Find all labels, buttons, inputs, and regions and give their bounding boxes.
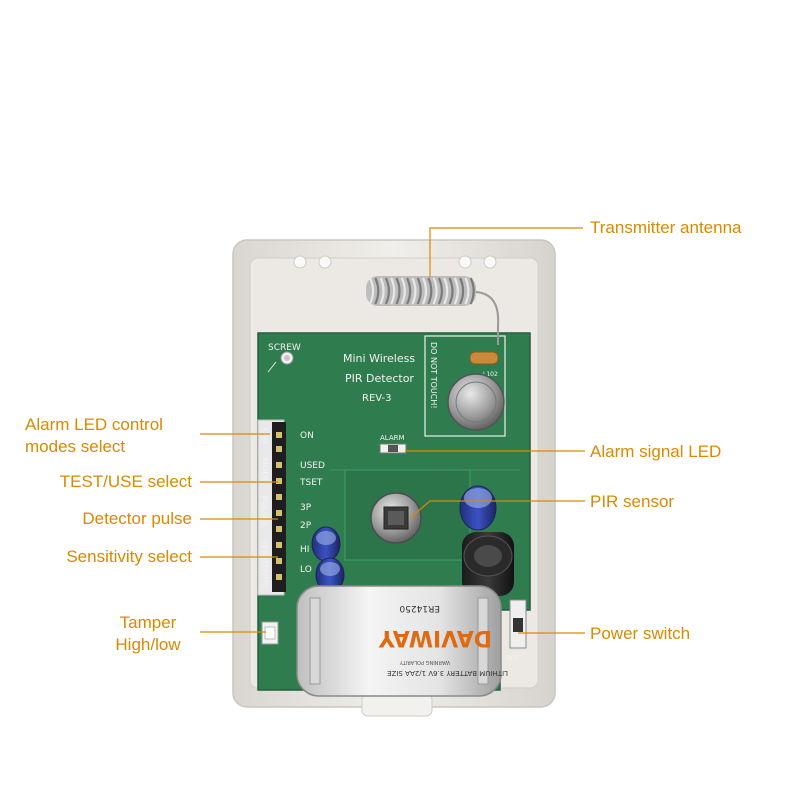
- battery-model: ER14250: [399, 603, 440, 613]
- antenna-coil-turn: [416, 277, 422, 305]
- jumper-label-2p: 2P: [300, 521, 312, 531]
- pcb-revision: REV-3: [362, 393, 392, 404]
- antenna-coil-turn: [421, 277, 428, 305]
- battery: LITHIUM BATTERY 3.6V 1/2AA SIZE WARNING …: [296, 585, 508, 697]
- power-switch: OFF: [505, 599, 527, 662]
- crystal-oscillator: [447, 373, 505, 431]
- alarm-led: ALARM: [379, 434, 407, 454]
- antenna-coil-turn: [384, 277, 390, 305]
- antenna-coil-turn: [443, 277, 449, 305]
- jumper-pin: [276, 542, 282, 548]
- antenna-coil-turn: [374, 277, 380, 305]
- coil-label: L102: [483, 371, 498, 378]
- off-label: OFF: [505, 654, 519, 662]
- jumper-label-lo: LO: [300, 565, 312, 575]
- antenna-coil-turn: [448, 277, 454, 305]
- capacitor-black: [462, 532, 514, 596]
- antenna-coil-turn: [368, 277, 375, 305]
- jumper-pin: [276, 526, 282, 532]
- callout-detector-pulse: Detector pulse: [82, 509, 192, 528]
- callout-power-switch: Power switch: [590, 624, 691, 643]
- antenna-coil-turn: [400, 277, 406, 305]
- antenna-coil-turn: [395, 277, 401, 305]
- jumper-label-tset: TSET: [299, 478, 323, 488]
- callout-tamper-line2: High/low: [115, 635, 181, 654]
- antenna-coil-turn: [406, 277, 412, 305]
- callout-alarm-led-control-line2: modes select: [25, 437, 126, 456]
- callout-alarm-led-control: Alarm LED control modes select: [25, 414, 193, 458]
- callout-sensitivity-select: Sensitivity select: [66, 547, 192, 566]
- do-not-touch-label: DO NOT TOUCH!: [429, 342, 438, 409]
- jumper-pin: [276, 510, 282, 516]
- leader-pir-sensor: [409, 500, 585, 519]
- antenna-coil-turn: [411, 277, 417, 305]
- jumper-label-hi: HI: [300, 545, 309, 555]
- jumper-label-on: ON: [300, 431, 314, 441]
- callout-alarm-led-control-line1: Alarm LED control: [25, 415, 163, 434]
- pir-sensor: [370, 492, 422, 544]
- antenna-coil-turn: [432, 277, 438, 305]
- pcb-title-line1: Mini Wireless: [343, 352, 415, 365]
- jumper-pin: [276, 558, 282, 564]
- pcb-title-line2: PIR Detector: [345, 372, 414, 385]
- callout-tamper-line1: Tamper: [119, 613, 177, 632]
- antenna-coil-turn: [469, 277, 475, 305]
- leader-lines: [200, 227, 585, 634]
- callout-test-use-select: TEST/USE select: [59, 472, 192, 491]
- leader-transmitter-antenna: [429, 227, 583, 277]
- inductor-coil: L102: [469, 351, 499, 378]
- side-label-mode: MODE: [260, 458, 269, 482]
- antenna-coil-turn: [453, 277, 459, 305]
- jumper-pin: [276, 446, 282, 452]
- capacitor-blue-right: [459, 485, 497, 531]
- side-label-led: LED: [260, 428, 269, 444]
- callout-tamper: Tamper High/low: [100, 612, 196, 656]
- alarm-label: ALARM: [380, 434, 405, 442]
- jumper-labels: ON USED TSET 3P 2P HI LO: [299, 431, 325, 575]
- jumper-pin: [276, 478, 282, 484]
- battery-spec: LITHIUM BATTERY 3.6V 1/2AA SIZE: [387, 669, 508, 677]
- jumper-pin: [276, 432, 282, 438]
- antenna-coil-turn: [379, 277, 385, 305]
- jumper-pin: [276, 462, 282, 468]
- antenna-coil-turn: [427, 277, 433, 305]
- side-label-pulses: PULSES: [260, 496, 269, 526]
- tamper-switch: [261, 621, 279, 645]
- callout-alarm-signal-led: Alarm signal LED: [590, 442, 722, 461]
- screw-marker: SCREW: [267, 343, 301, 373]
- antenna-coil-turn: [464, 277, 470, 305]
- side-label-sensitivity: SENSITIVITY: [260, 540, 269, 589]
- jumper-pin: [276, 574, 282, 580]
- jumper-pin: [276, 494, 282, 500]
- antenna-coil-turn: [459, 277, 465, 305]
- battery-warning: WARNING POLARITY: [399, 659, 450, 665]
- jumper-block: [257, 419, 286, 596]
- antenna-coil-turn: [390, 277, 396, 305]
- side-labels: LED MODE PULSES SENSITIVITY: [260, 428, 269, 589]
- callout-pir-sensor: PIR sensor: [590, 492, 675, 511]
- capacitor-blue-left-top: [311, 526, 341, 562]
- antenna-spring: [366, 276, 500, 345]
- callout-transmitter-antenna: Transmitter antenna: [590, 218, 742, 237]
- screw-label: SCREW: [268, 343, 301, 353]
- battery-brand: DAVIWAY: [378, 625, 492, 650]
- jumper-label-used: USED: [300, 461, 325, 471]
- antenna-coil-turn: [437, 277, 443, 305]
- jumper-label-3p: 3P: [300, 503, 312, 513]
